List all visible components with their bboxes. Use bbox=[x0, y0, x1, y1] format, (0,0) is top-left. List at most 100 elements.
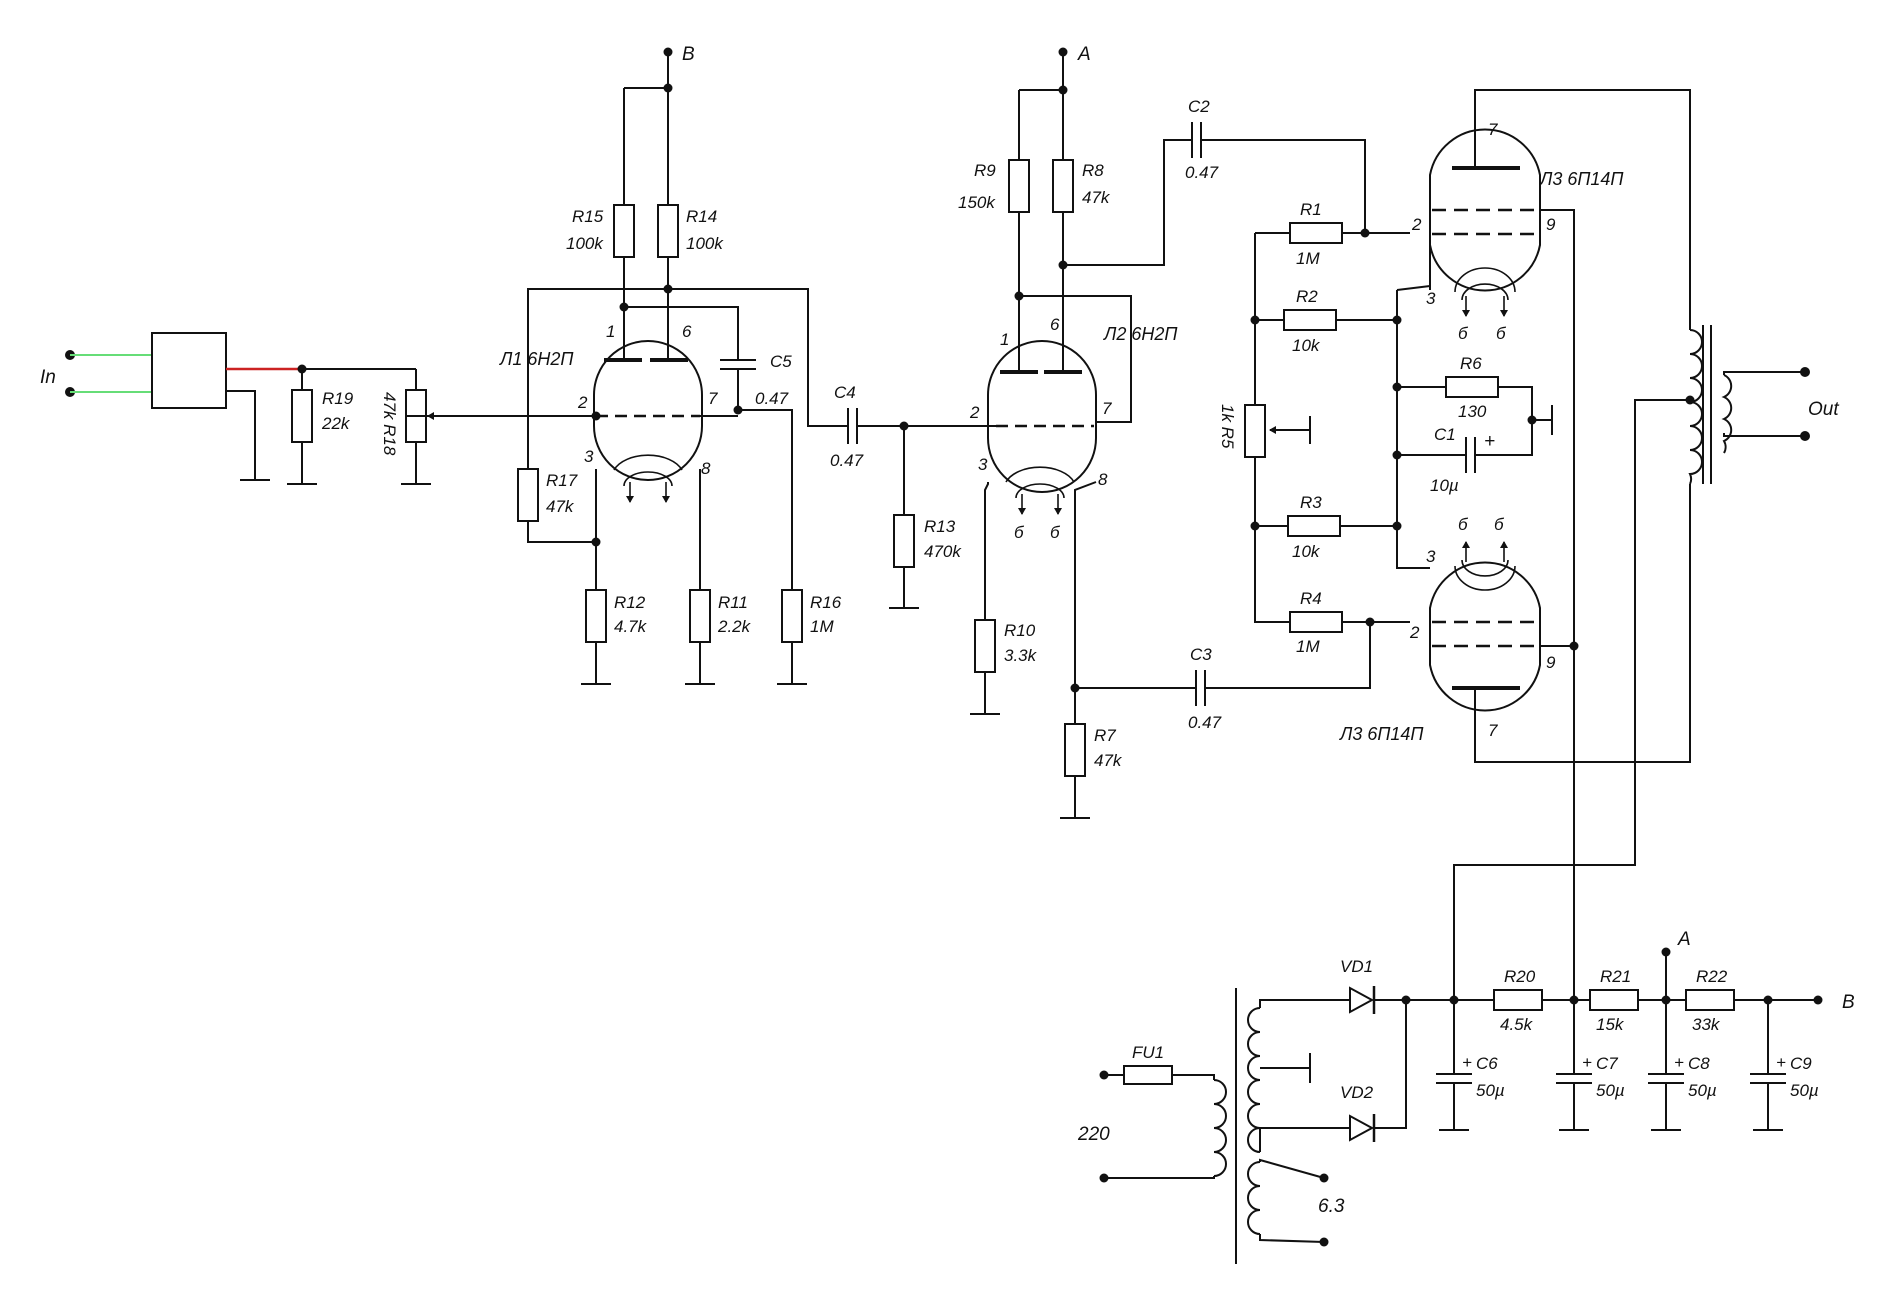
power-transformer-primary bbox=[1213, 1079, 1227, 1177]
l3-bottom-heater-b1: б bbox=[1458, 515, 1469, 534]
l3-bottom-pin-2: 2 bbox=[1409, 623, 1420, 642]
b-top-label: B bbox=[682, 44, 695, 65]
heater-terminal-1[interactable] bbox=[1319, 1173, 1329, 1183]
r20-ref: R20 bbox=[1504, 967, 1536, 986]
resistor-r12 bbox=[585, 589, 607, 643]
r14-value: 100k bbox=[686, 234, 724, 253]
resistor-r2 bbox=[1283, 309, 1337, 331]
r11-value: 2.2k bbox=[717, 617, 752, 636]
l3-top-heater-b1: б bbox=[1458, 324, 1469, 343]
resistor-r20 bbox=[1493, 989, 1543, 1011]
r21-ref: R21 bbox=[1600, 967, 1631, 986]
output-terminal-hot[interactable] bbox=[1800, 367, 1810, 377]
r12-ref: R12 bbox=[614, 593, 646, 612]
l3-bottom-pin-9: 9 bbox=[1546, 653, 1556, 672]
r17-value: 47k bbox=[546, 497, 575, 516]
tube-l1-envelope bbox=[593, 340, 703, 481]
r2-value: 10k bbox=[1292, 336, 1321, 355]
r13-ref: R13 bbox=[924, 517, 956, 536]
c7-polarity: + bbox=[1582, 1053, 1592, 1072]
r7-value: 47k bbox=[1094, 751, 1123, 770]
capacitor-c6 bbox=[1436, 1000, 1472, 1131]
potentiometer-r5[interactable] bbox=[1244, 404, 1266, 458]
r22-value: 33k bbox=[1692, 1015, 1721, 1034]
c9-ref: C9 bbox=[1790, 1054, 1812, 1073]
c9-value: 50µ bbox=[1790, 1081, 1819, 1100]
capacitor-c9 bbox=[1750, 1000, 1786, 1131]
l2-pin-8: 8 bbox=[1098, 470, 1108, 489]
output-label: Out bbox=[1808, 399, 1839, 420]
resistor-r1 bbox=[1289, 222, 1343, 244]
b-terminal-supply[interactable] bbox=[1813, 995, 1823, 1005]
tube-l2-cathode-heater bbox=[1005, 466, 1075, 483]
input-label: In bbox=[40, 367, 56, 388]
heater-terminal-2[interactable] bbox=[1319, 1237, 1329, 1247]
tube-l3-top-cathode bbox=[1454, 267, 1516, 293]
r15-value: 100k bbox=[566, 234, 604, 253]
r20-value: 4.5k bbox=[1500, 1015, 1534, 1034]
c2-value: 0.47 bbox=[1185, 163, 1219, 182]
stage1: B R15 100k R14 100k C5 0.47 1 6 2 7 3 8 … bbox=[499, 44, 842, 685]
tube-l2-envelope bbox=[987, 340, 1097, 493]
power-transformer-heater-winding bbox=[1247, 1161, 1261, 1235]
resistor-r13 bbox=[893, 514, 915, 568]
l1-pin-6: 6 bbox=[682, 322, 692, 341]
resistor-r17 bbox=[517, 468, 539, 522]
l3-top-pin-7: 7 bbox=[1488, 120, 1498, 139]
r1-ref: R1 bbox=[1300, 200, 1322, 219]
resistor-r6 bbox=[1445, 376, 1499, 398]
power-supply: 220 FU1 VD1 VD2 6.3 R20 4.5k R21 15k A R… bbox=[1077, 929, 1855, 1264]
resistor-r22 bbox=[1685, 989, 1735, 1011]
c4-value: 0.47 bbox=[830, 451, 864, 470]
r10-ref: R10 bbox=[1004, 621, 1036, 640]
c8-value: 50µ bbox=[1688, 1081, 1717, 1100]
l1-pin-7: 7 bbox=[708, 389, 718, 408]
r4-value: 1M bbox=[1296, 637, 1320, 656]
l3-top-pin-9: 9 bbox=[1546, 215, 1556, 234]
fuse-fu1 bbox=[1123, 1065, 1173, 1085]
c9-polarity: + bbox=[1776, 1053, 1786, 1072]
input-ground-wire bbox=[226, 390, 256, 480]
c5-ref: C5 bbox=[770, 352, 792, 371]
a-supply-label: A bbox=[1677, 929, 1691, 950]
c7-value: 50µ bbox=[1596, 1081, 1625, 1100]
resistor-r3 bbox=[1287, 515, 1341, 537]
c6-polarity: + bbox=[1462, 1053, 1472, 1072]
c4-ref: C4 bbox=[834, 383, 856, 402]
r11-ref: R11 bbox=[718, 593, 748, 612]
l1-pin-1: 1 bbox=[606, 322, 615, 341]
resistor-r11 bbox=[689, 589, 711, 643]
input-connector-box bbox=[151, 332, 227, 409]
resistor-r21 bbox=[1589, 989, 1639, 1011]
vd1-label: VD1 bbox=[1340, 957, 1373, 976]
resistor-r14 bbox=[657, 204, 679, 258]
c8-polarity: + bbox=[1674, 1053, 1684, 1072]
r3-value: 10k bbox=[1292, 542, 1321, 561]
c1-value: 10µ bbox=[1430, 476, 1459, 495]
c1-polarity: + bbox=[1484, 431, 1495, 452]
input-section: In R19 22k 47k R18 bbox=[40, 332, 596, 485]
r22-ref: R22 bbox=[1696, 967, 1728, 986]
resistor-r8 bbox=[1052, 159, 1074, 213]
r19-ref: R19 bbox=[322, 389, 354, 408]
r6-value: 130 bbox=[1458, 402, 1487, 421]
l3-top-heater-b2: б bbox=[1496, 324, 1507, 343]
c3-ref: C3 bbox=[1190, 645, 1212, 664]
interstage: C4 0.47 R13 470k bbox=[807, 289, 996, 609]
l2-pin-2: 2 bbox=[969, 403, 980, 422]
r15-ref: R15 bbox=[572, 207, 604, 226]
capacitor-c8 bbox=[1648, 1000, 1684, 1131]
r16-ref: R16 bbox=[810, 593, 842, 612]
resistor-r10 bbox=[974, 619, 996, 673]
r10-value: 3.3k bbox=[1004, 646, 1038, 665]
l2-pin-3: 3 bbox=[978, 455, 988, 474]
r14-ref: R14 bbox=[686, 207, 717, 226]
tube-l3-bottom-cathode bbox=[1454, 565, 1516, 591]
resistor-r19 bbox=[291, 389, 313, 443]
output-terminal-cold[interactable] bbox=[1800, 431, 1810, 441]
fu1-label: FU1 bbox=[1132, 1043, 1164, 1062]
stage2: A R9 150k R8 47k б б 1 6 2 7 3 8 Л2 6Н2П… bbox=[958, 44, 1371, 819]
l1-pin-2: 2 bbox=[577, 393, 588, 412]
r6-ref: R6 bbox=[1460, 354, 1482, 373]
